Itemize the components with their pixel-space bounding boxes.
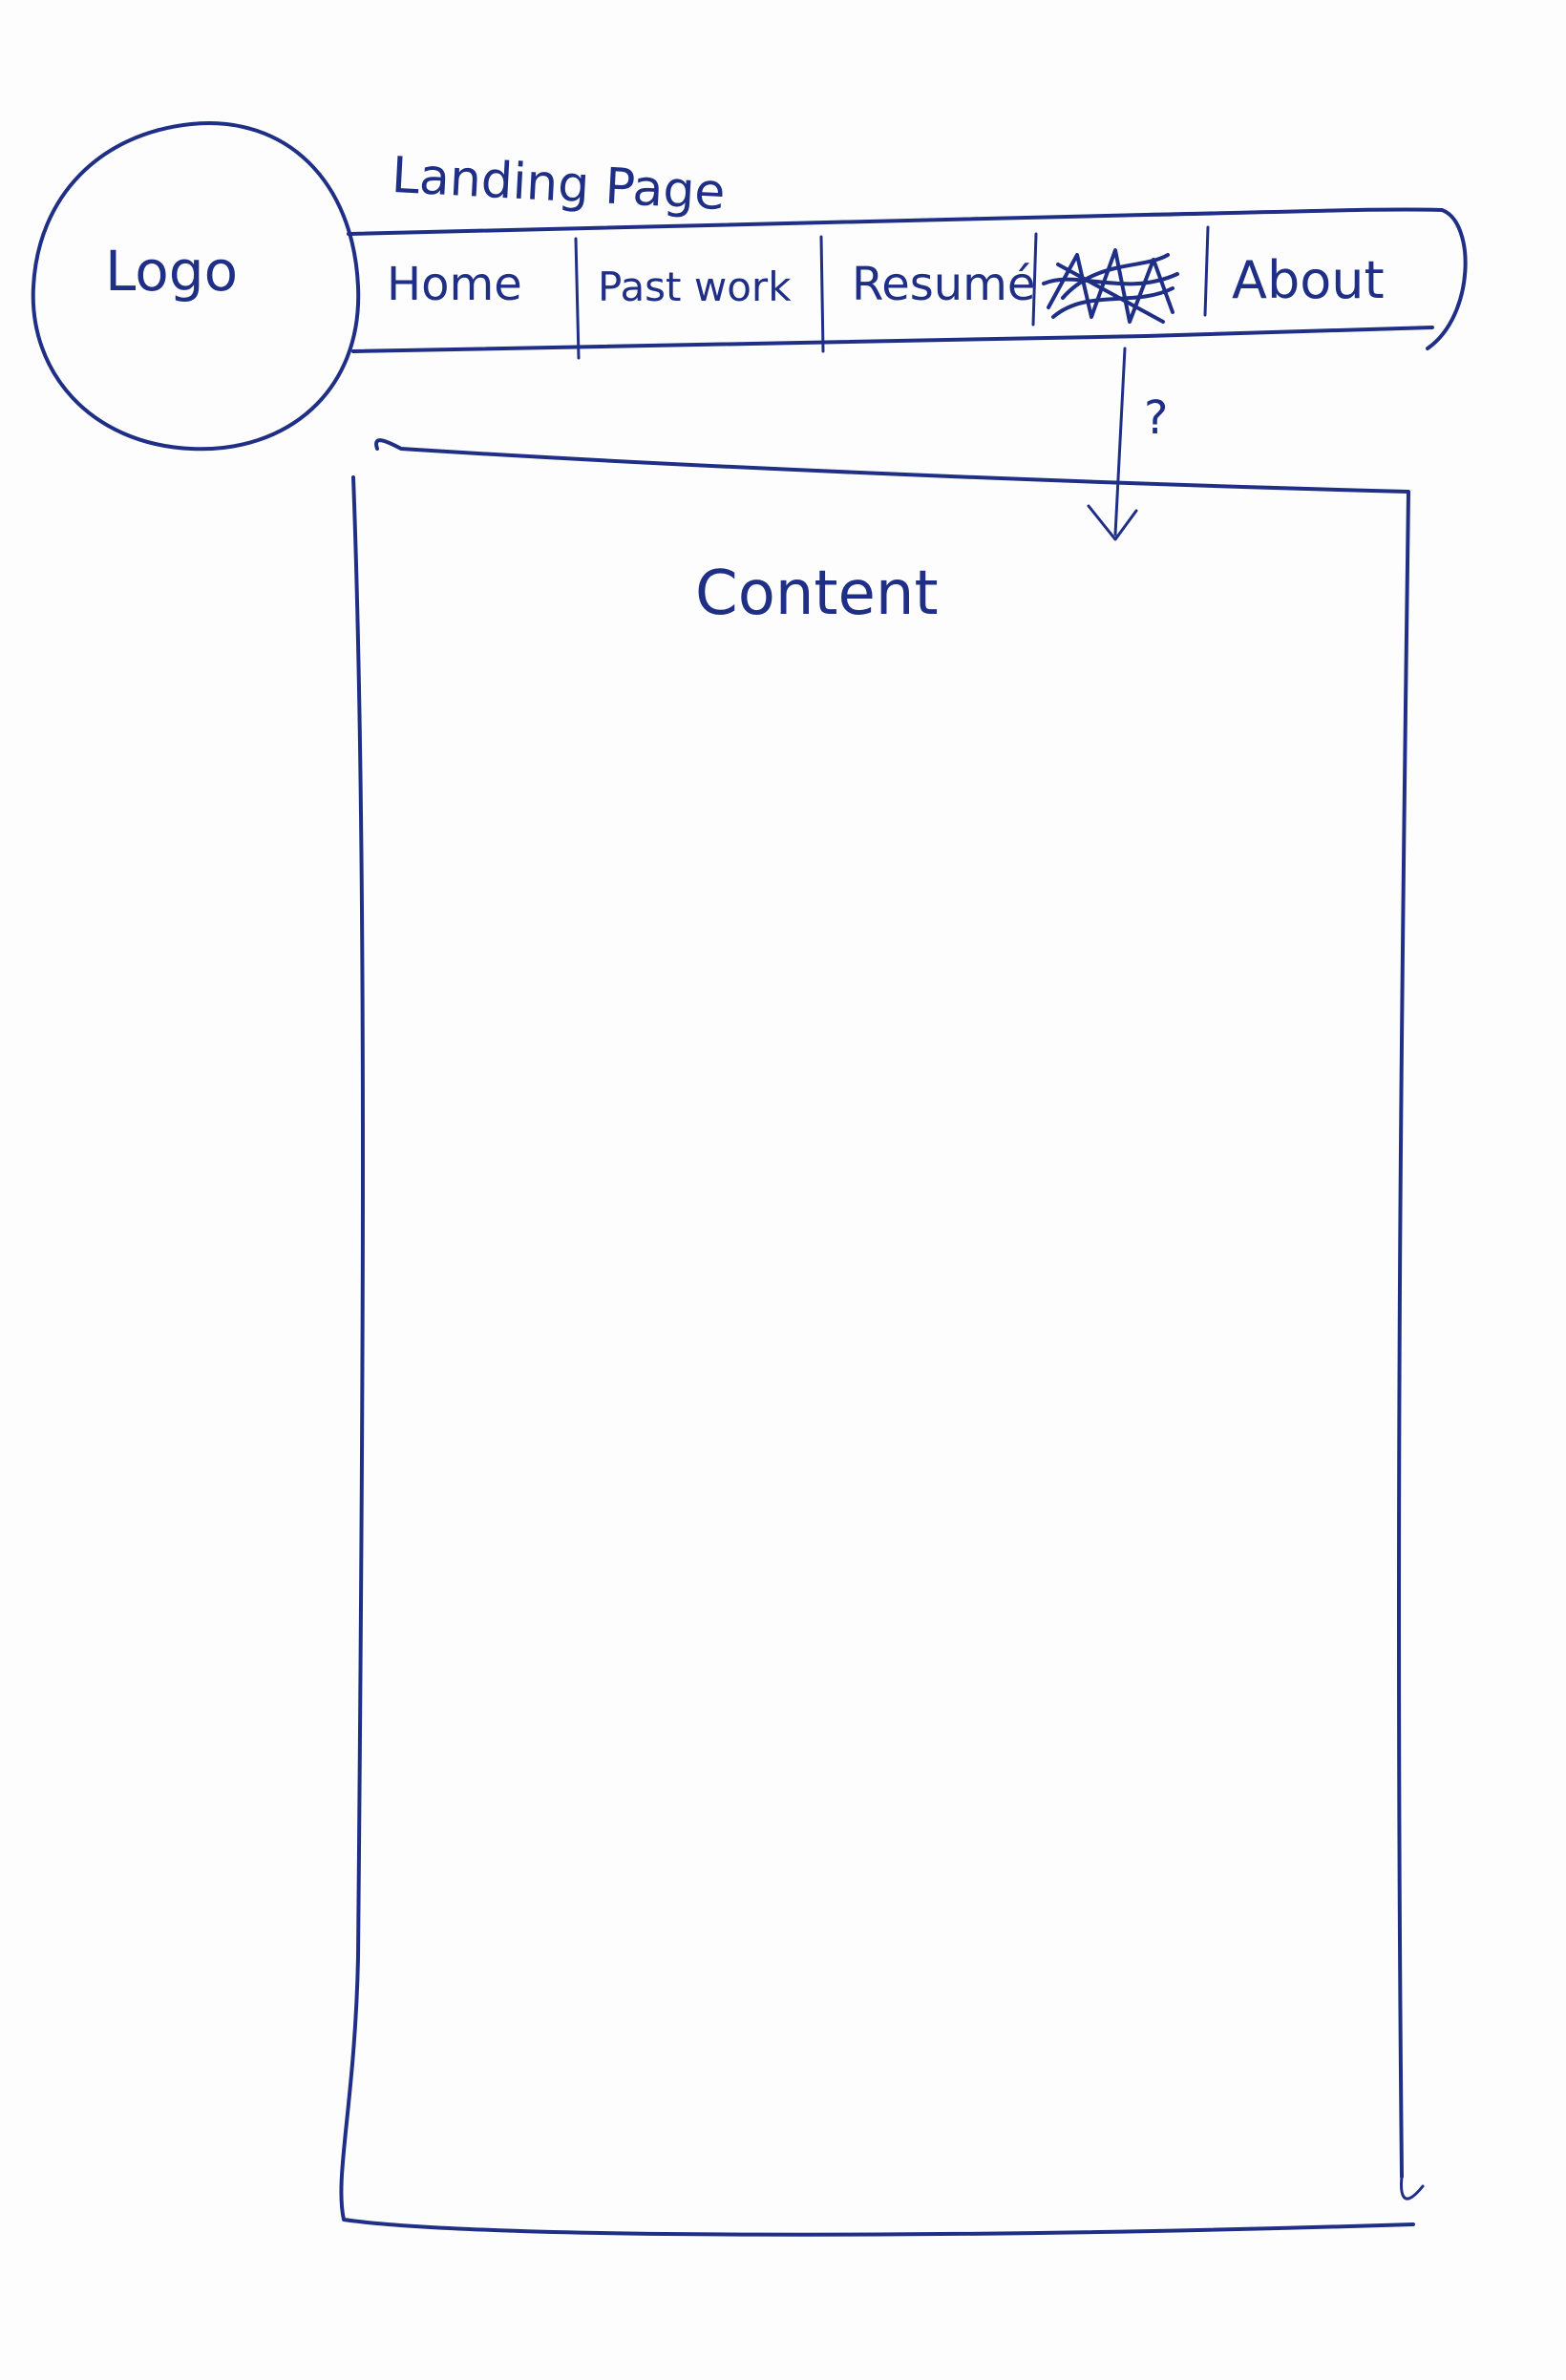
scribbled-nav-item[interactable] bbox=[1039, 241, 1182, 331]
logo[interactable]: Logo bbox=[105, 239, 239, 304]
arrow-shaft bbox=[1113, 347, 1127, 537]
content-area-label: Content bbox=[695, 558, 939, 629]
content-box-outline bbox=[339, 438, 1415, 2237]
nav-item-resume[interactable]: Resumé bbox=[852, 258, 1036, 311]
nav-bar-bottom-line bbox=[351, 326, 1434, 353]
content-box-corner-tick bbox=[1400, 2175, 1425, 2201]
nav-divider-4 bbox=[1203, 225, 1210, 317]
nav-bar-top-line bbox=[347, 207, 1444, 236]
nav-item-about[interactable]: About bbox=[1232, 250, 1385, 310]
arrow-head bbox=[1087, 504, 1138, 541]
question-mark: ? bbox=[1144, 391, 1169, 445]
nav-bar-end-cap bbox=[1426, 208, 1468, 350]
nav-item-past-work[interactable]: Past work bbox=[598, 263, 792, 310]
nav-divider-2 bbox=[819, 235, 825, 353]
nav-item-home[interactable]: Home bbox=[387, 258, 522, 311]
logo-circle-outline bbox=[31, 121, 361, 452]
nav-divider-3 bbox=[1031, 232, 1038, 326]
nav-divider-1 bbox=[574, 237, 581, 360]
